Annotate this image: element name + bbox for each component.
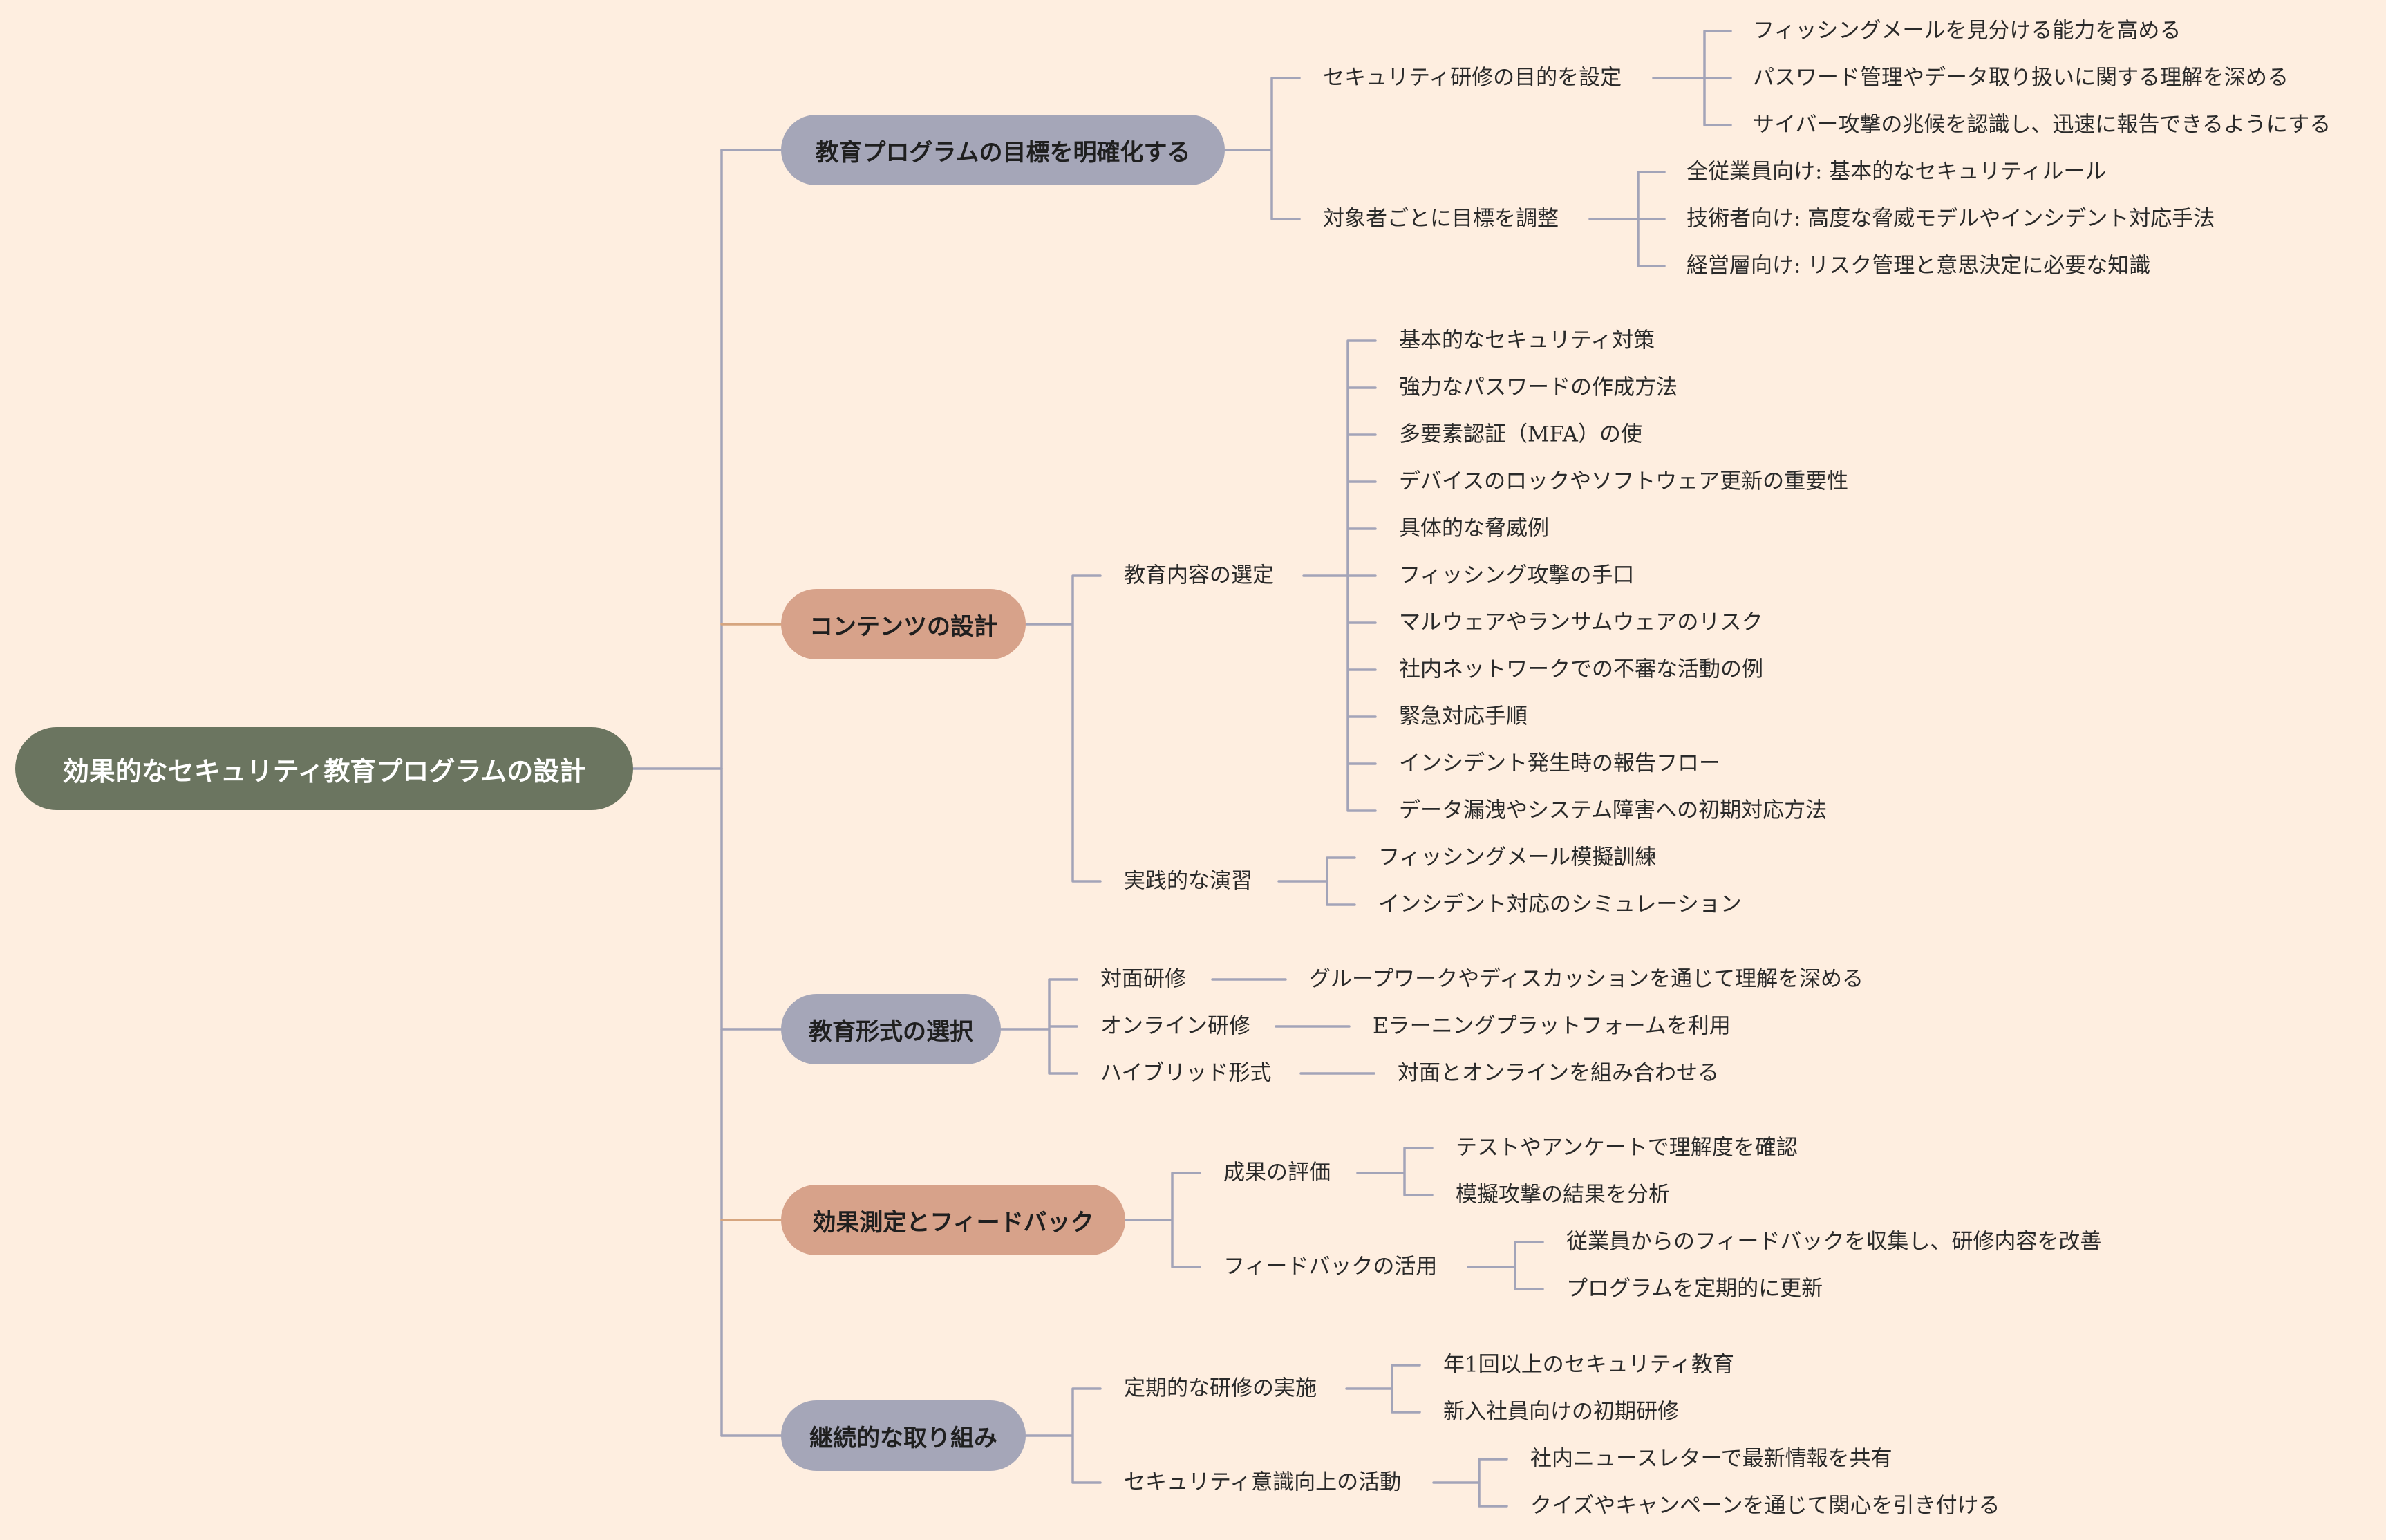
connector xyxy=(1588,171,1666,267)
leaf-label[interactable]: 対面とオンラインを組み合わせる xyxy=(1398,1060,1719,1086)
leaf-label[interactable]: 社内ニュースレターで最新情報を共有 xyxy=(1530,1446,1892,1472)
subtopic-label[interactable]: 対象者ごとに目標を調整 xyxy=(1323,206,1559,232)
leaf-label[interactable]: 年1回以上のセキュリティ教育 xyxy=(1443,1352,1734,1378)
subtopic-label[interactable]: 対面研修 xyxy=(1100,966,1186,992)
root-label: 効果的なセキュリティ教育プログラムの設計 xyxy=(62,755,586,787)
connector xyxy=(1652,30,1732,126)
branch-label: 効果測定とフィードバック xyxy=(812,1208,1094,1237)
leaf-label[interactable]: テストやアンケートで理解度を確認 xyxy=(1456,1135,1798,1161)
branch-label: 継続的な取り組み xyxy=(809,1424,997,1452)
subtopic-label[interactable]: 成果の評価 xyxy=(1223,1160,1331,1185)
leaf-label[interactable]: グループワークやディスカッションを通じて理解を深める xyxy=(1309,966,1863,992)
root-node[interactable]: 効果的なセキュリティ教育プログラムの設計 xyxy=(15,727,633,810)
connector xyxy=(1024,574,1102,883)
leaf-label[interactable]: クイズやキャンペーンを通じて関心を引き付ける xyxy=(1530,1493,2000,1519)
branch-label: 教育プログラムの目標を明確化する xyxy=(815,138,1191,167)
subtopic-label[interactable]: 定期的な研修の実施 xyxy=(1124,1375,1317,1401)
leaf-label[interactable]: 技術者向け: 高度な脅威モデルやインシデント対応手法 xyxy=(1687,206,2215,232)
leaf-label[interactable]: 全従業員向け: 基本的なセキュリティルール xyxy=(1687,159,2107,185)
subtopic-label[interactable]: セキュリティ意識向上の活動 xyxy=(1124,1469,1402,1495)
connector xyxy=(999,978,1078,1075)
leaf-label[interactable]: パスワード管理やデータ取り扱いに関する理解を深める xyxy=(1753,65,2289,91)
leaf-label[interactable]: サイバー攻撃の兆候を認識し、迅速に報告できるようにする xyxy=(1753,112,2331,138)
connector xyxy=(1223,77,1301,220)
subtopic-label[interactable]: フィードバックの活用 xyxy=(1223,1254,1438,1279)
branch-node-measurement[interactable]: 効果測定とフィードバック xyxy=(781,1185,1125,1255)
connector xyxy=(1024,1387,1102,1484)
leaf-label[interactable]: インシデント対応のシミュレーション xyxy=(1378,892,1742,917)
connector xyxy=(1277,856,1356,906)
leaf-label[interactable]: 従業員からのフィードバックを収集し、研修内容を改善 xyxy=(1566,1229,2102,1255)
branch-node-content[interactable]: コンテンツの設計 xyxy=(781,589,1026,659)
connector xyxy=(1345,1364,1421,1414)
connector xyxy=(1432,1458,1508,1508)
leaf-label[interactable]: データ漏洩やシステム障害への初期対応方法 xyxy=(1399,798,1828,823)
leaf-label[interactable]: 模擬攻撃の結果を分析 xyxy=(1456,1182,1670,1208)
branch-label: 教育形式の選択 xyxy=(809,1017,973,1046)
connector xyxy=(1356,1147,1434,1196)
subtopic-label[interactable]: オンライン研修 xyxy=(1100,1013,1250,1039)
leaf-label[interactable]: マルウェアやランサムウェアのリスク xyxy=(1399,610,1763,635)
leaf-label[interactable]: 新入社員向けの初期研修 xyxy=(1443,1399,1679,1425)
leaf-label[interactable]: フィッシングメールを見分ける能力を高める xyxy=(1753,18,2181,44)
leaf-label[interactable]: インシデント発生時の報告フロー xyxy=(1399,751,1720,776)
subtopic-label[interactable]: ハイブリッド形式 xyxy=(1100,1060,1272,1086)
subtopic-label[interactable]: セキュリティ研修の目的を設定 xyxy=(1323,65,1622,91)
branch-label: コンテンツの設計 xyxy=(809,612,997,641)
branch-node-goals[interactable]: 教育プログラムの目標を明確化する xyxy=(781,115,1225,185)
connector xyxy=(1302,339,1377,812)
subtopic-label[interactable]: 実践的な演習 xyxy=(1124,868,1252,894)
leaf-label[interactable]: フィッシング攻撃の手口 xyxy=(1399,563,1635,588)
leaf-label[interactable]: デバイスのロックやソフトウェア更新の重要性 xyxy=(1399,469,1849,494)
leaf-label[interactable]: フィッシングメール模擬訓練 xyxy=(1378,845,1657,870)
leaf-label[interactable]: 緊急対応手順 xyxy=(1399,704,1528,729)
leaf-label[interactable]: 経営層向け: リスク管理と意思決定に必要な知識 xyxy=(1687,253,2151,279)
leaf-label[interactable]: 強力なパスワードの作成方法 xyxy=(1399,375,1678,400)
leaf-label[interactable]: 具体的な脅威例 xyxy=(1399,516,1549,541)
connector xyxy=(1467,1241,1544,1290)
branch-node-continuous[interactable]: 継続的な取り組み xyxy=(781,1400,1026,1471)
leaf-label[interactable]: 基本的なセキュリティ対策 xyxy=(1399,328,1655,353)
subtopic-label[interactable]: 教育内容の選定 xyxy=(1124,563,1274,588)
connector xyxy=(1124,1172,1201,1268)
branch-node-format[interactable]: 教育形式の選択 xyxy=(781,994,1001,1064)
leaf-label[interactable]: 社内ネットワークでの不審な活動の例 xyxy=(1399,657,1763,682)
leaf-label[interactable]: 多要素認証（MFA）の使 xyxy=(1399,422,1642,447)
leaf-label[interactable]: プログラムを定期的に更新 xyxy=(1566,1276,1823,1302)
leaf-label[interactable]: Eラーニングプラットフォームを利用 xyxy=(1373,1013,1731,1039)
